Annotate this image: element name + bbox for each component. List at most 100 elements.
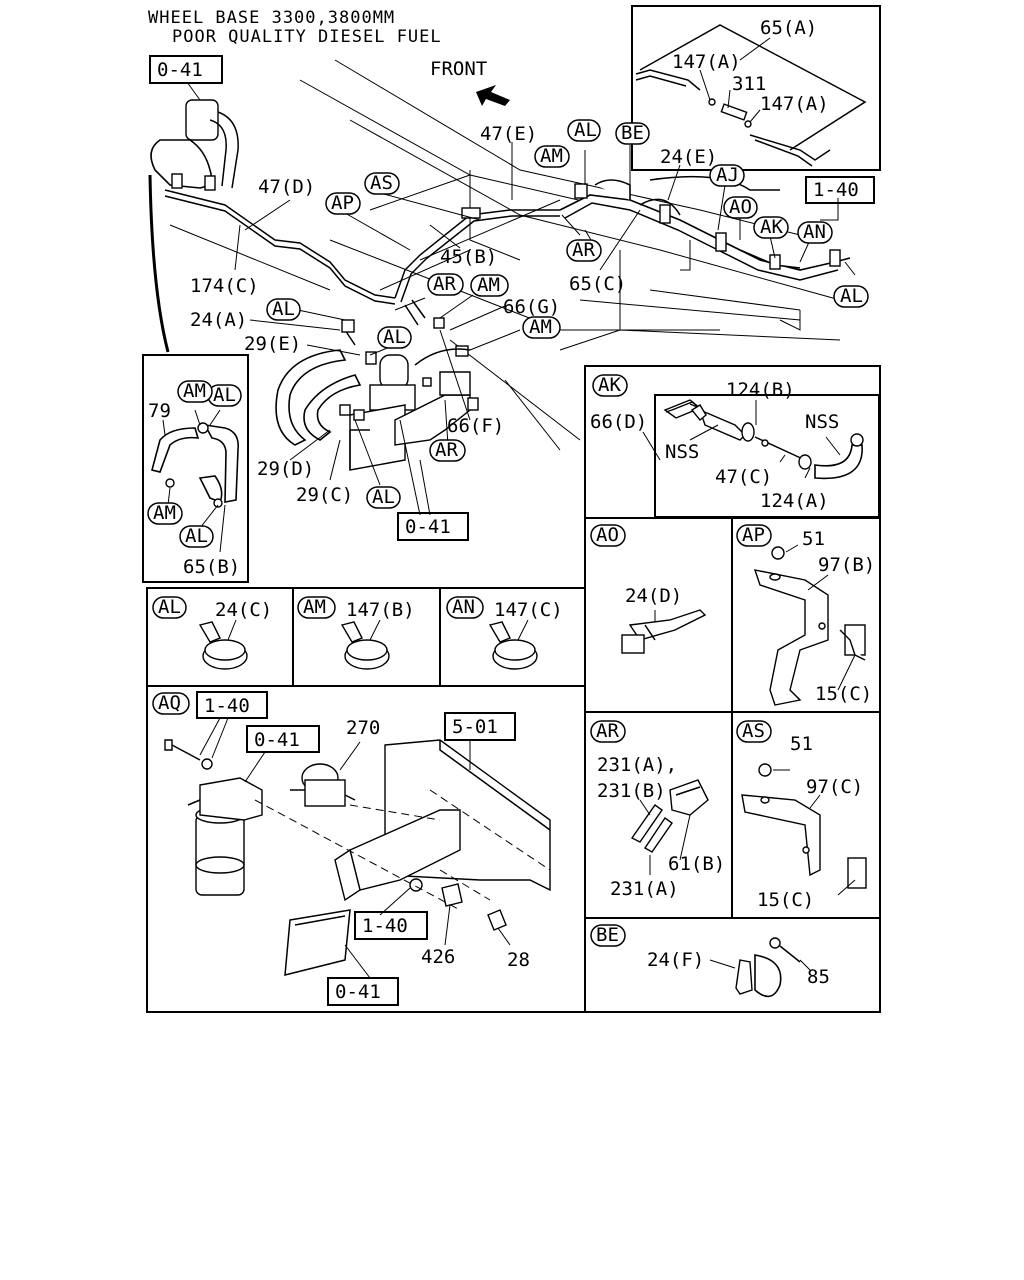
- label-24A[interactable]: 24(A): [190, 309, 247, 331]
- tag-al[interactable]: AL: [179, 525, 214, 548]
- tag-am[interactable]: AM: [177, 380, 213, 403]
- label-311[interactable]: 311: [732, 73, 766, 95]
- ref-box-0-41-aq-lower[interactable]: 0-41: [327, 977, 399, 1006]
- label-29D[interactable]: 29(D): [257, 458, 314, 480]
- tag-al[interactable]: AL: [266, 298, 301, 321]
- tag-an[interactable]: AN: [797, 221, 833, 244]
- svg-text:AK: AK: [598, 374, 621, 396]
- aq-panel: [146, 685, 586, 1013]
- label-51[interactable]: 51: [790, 733, 813, 755]
- label-24D[interactable]: 24(D): [625, 585, 682, 607]
- ref-box-1-40-aq-lower[interactable]: 1-40: [354, 911, 428, 940]
- label-426[interactable]: 426: [421, 946, 455, 968]
- svg-text:AN: AN: [803, 221, 826, 243]
- label-97C[interactable]: 97(C): [806, 776, 863, 798]
- tag-an[interactable]: AN: [446, 596, 484, 619]
- tag-ar[interactable]: AR: [566, 239, 602, 262]
- tag-ao[interactable]: AO: [723, 196, 758, 219]
- tag-am[interactable]: AM: [522, 316, 561, 339]
- label-147B[interactable]: 147(B): [346, 599, 415, 621]
- label-231B[interactable]: 231(B): [597, 780, 666, 802]
- label-65B[interactable]: 65(B): [183, 556, 240, 578]
- label-15C[interactable]: 15(C): [815, 683, 872, 705]
- label-45B[interactable]: 45(B): [440, 246, 497, 268]
- label-147A[interactable]: 147(A): [672, 51, 741, 73]
- label-29C[interactable]: 29(C): [296, 484, 353, 506]
- diagram-header: WHEEL BASE 3300,3800MM POOR QUALITY DIES…: [148, 8, 510, 106]
- ref-box-1-40-aq[interactable]: 1-40: [196, 691, 268, 719]
- tag-am[interactable]: AM: [470, 274, 509, 297]
- label-65A[interactable]: 65(A): [760, 17, 817, 39]
- frame-edge: [148, 174, 170, 353]
- ref-box-0-41-mid[interactable]: 0-41: [397, 512, 469, 541]
- tag-ap[interactable]: AP: [736, 524, 772, 547]
- tag-as[interactable]: AS: [736, 720, 772, 743]
- label-66F[interactable]: 66(F): [447, 415, 504, 437]
- label-28[interactable]: 28: [507, 949, 530, 971]
- svg-text:1-40: 1-40: [204, 695, 250, 717]
- label-147C[interactable]: 147(C): [494, 599, 563, 621]
- tag-ar[interactable]: AR: [427, 273, 464, 296]
- label-231A[interactable]: 231(A): [610, 878, 679, 900]
- tag-am[interactable]: AM: [147, 502, 183, 525]
- label-47C[interactable]: 47(C): [715, 466, 772, 488]
- svg-text:AS: AS: [742, 720, 765, 742]
- tag-ap[interactable]: AP: [325, 192, 361, 215]
- tag-ao[interactable]: AO: [590, 524, 626, 547]
- tag-al[interactable]: AL: [833, 285, 869, 308]
- tag-ar[interactable]: AR: [429, 439, 466, 462]
- label-270[interactable]: 270: [346, 717, 380, 739]
- label-61B[interactable]: 61(B): [668, 853, 725, 875]
- tag-aq[interactable]: AQ: [152, 692, 190, 715]
- label-15C[interactable]: 15(C): [757, 889, 814, 911]
- svg-text:1-40: 1-40: [813, 179, 859, 201]
- tag-am[interactable]: AM: [534, 145, 570, 168]
- svg-text:5-01: 5-01: [452, 716, 498, 738]
- tag-be[interactable]: BE: [615, 122, 650, 145]
- label-47D[interactable]: 47(D): [258, 176, 315, 198]
- label-124A[interactable]: 124(A): [760, 490, 829, 512]
- svg-text:AL: AL: [158, 596, 181, 618]
- tag-aj[interactable]: AJ: [709, 164, 745, 187]
- label-97B[interactable]: 97(B): [818, 554, 875, 576]
- label-66D[interactable]: 66(D): [590, 411, 647, 433]
- label-nss-right[interactable]: NSS: [805, 411, 839, 433]
- tag-al[interactable]: AL: [207, 384, 242, 407]
- label-24C[interactable]: 24(C): [215, 599, 272, 621]
- ref-box-0-41-aq[interactable]: 0-41: [246, 725, 320, 753]
- label-nss-left[interactable]: NSS: [665, 441, 699, 463]
- tag-al[interactable]: AL: [366, 486, 401, 509]
- svg-text:AM: AM: [183, 380, 206, 402]
- svg-text:AR: AR: [572, 239, 595, 261]
- svg-text:AP: AP: [742, 524, 765, 546]
- label-47E[interactable]: 47(E): [480, 123, 537, 145]
- label-79[interactable]: 79: [148, 400, 171, 422]
- be-panel-parts: [709, 937, 811, 998]
- tag-al[interactable]: AL: [152, 596, 187, 619]
- ref-box-0-41-top[interactable]: 0-41: [149, 55, 223, 84]
- label-85[interactable]: 85: [807, 966, 830, 988]
- svg-text:0-41: 0-41: [254, 729, 300, 751]
- label-65C[interactable]: 65(C): [569, 273, 626, 295]
- label-174C[interactable]: 174(C): [190, 275, 259, 297]
- label-147A[interactable]: 147(A): [760, 93, 829, 115]
- label-124B[interactable]: 124(B): [726, 379, 795, 401]
- tag-ak[interactable]: AK: [753, 216, 789, 239]
- tag-al[interactable]: AL: [377, 326, 412, 349]
- tag-ak[interactable]: AK: [592, 374, 628, 397]
- label-66G[interactable]: 66(G): [503, 296, 560, 318]
- as-panel-parts: [741, 763, 867, 896]
- label-29E[interactable]: 29(E): [244, 333, 301, 355]
- filter-hoses-top: [150, 99, 239, 191]
- tag-am[interactable]: AM: [297, 596, 336, 619]
- ref-box-5-01[interactable]: 5-01: [444, 712, 516, 741]
- label-51[interactable]: 51: [802, 528, 825, 550]
- ref-box-1-40-top[interactable]: 1-40: [805, 176, 875, 204]
- tag-ar[interactable]: AR: [590, 720, 626, 743]
- tag-al[interactable]: AL: [567, 119, 601, 142]
- label-24E[interactable]: 24(E): [660, 146, 717, 168]
- tag-be[interactable]: BE: [590, 924, 626, 947]
- label-24F[interactable]: 24(F): [647, 949, 704, 971]
- label-231A-comma[interactable]: 231(A),: [597, 754, 677, 776]
- tag-as[interactable]: AS: [364, 172, 400, 195]
